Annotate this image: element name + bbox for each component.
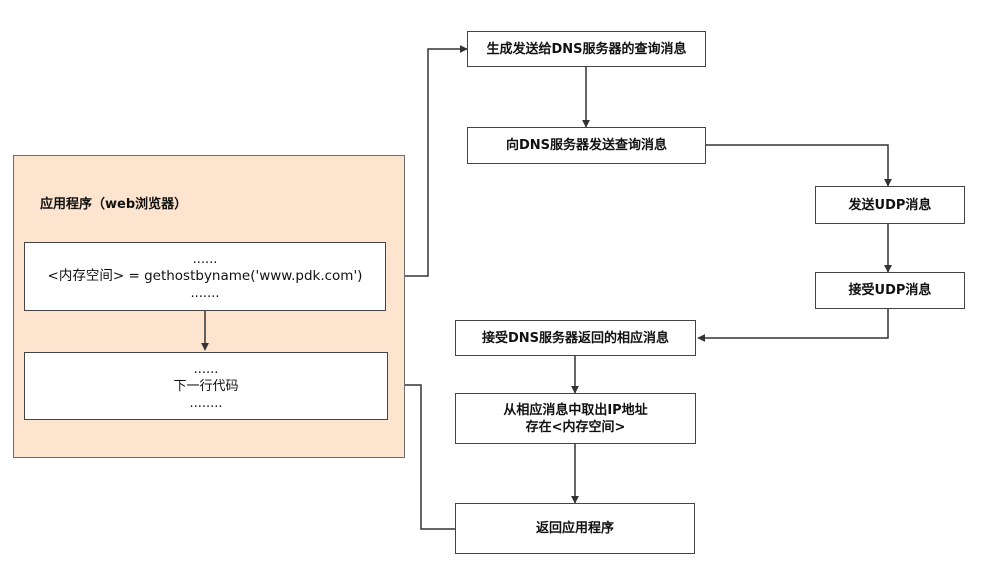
call-gethostbyname-box: ...... <内存空间> = gethostbyname('www.pdk.c… — [24, 242, 386, 311]
next-box-ellipsis-top: ...... — [193, 361, 219, 377]
receive-reply-label: 接受DNS服务器返回的相应消息 — [481, 330, 670, 346]
arrow-call-to-generate — [386, 45, 468, 277]
extract-ip-box: 从相应消息中取出IP地址 存在<内存空间> — [455, 393, 696, 444]
application-title: 应用程序（web浏览器） — [40, 197, 188, 212]
arrow-send-to-udp — [706, 144, 892, 187]
send-udp-label: 发送UDP消息 — [848, 197, 932, 213]
receive-udp-label: 接受UDP消息 — [848, 283, 932, 298]
call-box-statement: <内存空间> = gethostbyname('www.pdk.com') — [47, 268, 363, 284]
receive-udp-box: 接受UDP消息 — [815, 272, 965, 309]
send-query-label: 向DNS服务器发送查询消息 — [505, 138, 668, 153]
extract-ip-line1: 从相应消息中取出IP地址 — [503, 402, 648, 418]
extract-ip-line2: 存在<内存空间> — [525, 419, 626, 435]
generate-query-box: 生成发送给DNS服务器的查询消息 — [467, 31, 706, 67]
send-query-box: 向DNS服务器发送查询消息 — [467, 127, 706, 164]
next-box-label: 下一行代码 — [173, 378, 239, 394]
arrow-receive-udp-to-reply — [697, 309, 889, 342]
next-box-ellipsis-bottom: ........ — [189, 395, 223, 411]
next-line-box: ...... 下一行代码 ........ — [24, 352, 388, 420]
send-udp-box: 发送UDP消息 — [815, 186, 965, 224]
receive-reply-box: 接受DNS服务器返回的相应消息 — [455, 320, 696, 356]
generate-query-label: 生成发送给DNS服务器的查询消息 — [486, 41, 687, 57]
call-box-ellipsis-bottom: ....... — [190, 286, 220, 301]
return-app-label: 返回应用程序 — [535, 521, 614, 536]
return-app-box: 返回应用程序 — [455, 503, 695, 554]
call-box-ellipsis-top: ...... — [192, 252, 218, 267]
